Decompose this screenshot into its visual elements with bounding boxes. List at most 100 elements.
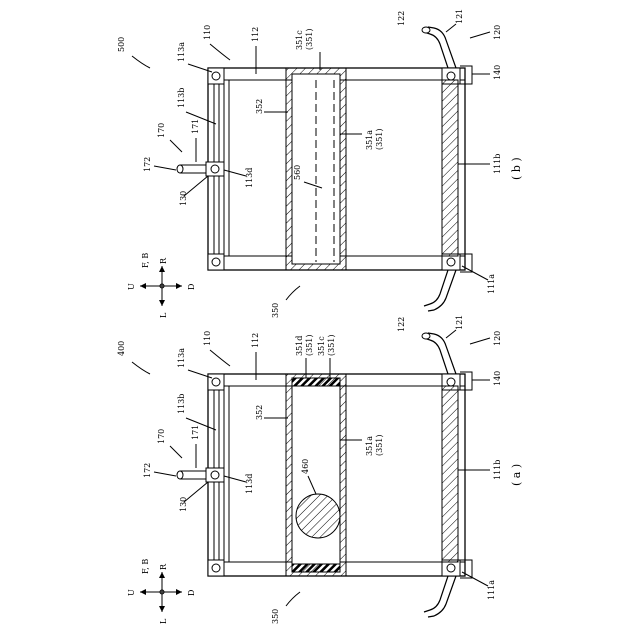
- handle-top-cap: [422, 27, 430, 33]
- arrow-l: [159, 300, 165, 306]
- handle-top-cap: [422, 333, 430, 339]
- axis-r-label: R: [159, 563, 168, 570]
- leader-pivot: [184, 482, 208, 502]
- label-lever-num: 170: [157, 123, 166, 138]
- leader-unit: [286, 286, 300, 300]
- axis-u-label: U: [127, 589, 136, 596]
- label-rail: 113b: [177, 394, 186, 414]
- label-handle-b: 121: [455, 315, 464, 330]
- leader-foot: [462, 266, 488, 280]
- label-side: 111b: [493, 460, 502, 480]
- label-lever-arm: 171: [191, 119, 200, 134]
- corner-block-tl: [208, 68, 224, 84]
- label-side: 111b: [493, 154, 502, 174]
- circle-460: [296, 494, 340, 538]
- label-handle-b: 121: [455, 9, 464, 24]
- handle-top: [424, 27, 456, 68]
- label-mount: 113d: [245, 474, 254, 494]
- label-l1a: 351d: [295, 336, 304, 356]
- corner-block-tl: [208, 374, 224, 390]
- label-inner: 352: [255, 405, 264, 420]
- label-l1b: (351): [305, 334, 314, 356]
- axis-indicator-a: U D R L F, B: [127, 559, 196, 624]
- axis-l-label: L: [159, 618, 168, 624]
- label-handle-a: 122: [397, 11, 406, 26]
- lever-knob: [177, 165, 183, 173]
- leader-unit: [286, 592, 300, 606]
- label-handle-num: 120: [493, 331, 502, 346]
- arrow-u: [140, 589, 146, 595]
- leader-lever-end: [154, 166, 176, 170]
- leader-foot: [462, 572, 488, 586]
- label-handle-a: 122: [397, 317, 406, 332]
- pivot-block: [206, 468, 224, 482]
- label-frame-top: 110: [203, 331, 212, 346]
- leader-lever-end: [154, 472, 176, 476]
- axis-r-label: R: [159, 257, 168, 264]
- label-dash: 560: [293, 165, 302, 180]
- label-lever-end: 172: [143, 463, 152, 478]
- axis-indicator-b: U D R L F, B: [127, 253, 196, 318]
- leader-device: [132, 56, 150, 68]
- joint-bottom: [460, 254, 472, 272]
- label-pivot: 130: [179, 191, 188, 206]
- label-pivot: 130: [179, 497, 188, 512]
- label-device: 500: [117, 37, 126, 52]
- label-bar: 112: [251, 27, 260, 42]
- thick-band-top: [292, 378, 340, 386]
- corner-block-bl: [208, 254, 224, 270]
- joint-140: [460, 66, 472, 84]
- label-l2a: 351c: [317, 336, 326, 356]
- lever-arm: [180, 165, 206, 173]
- joint-140: [460, 372, 472, 390]
- label-bar: 112: [251, 333, 260, 348]
- arrow-l: [159, 606, 165, 612]
- corner-block-bl: [208, 560, 224, 576]
- leader-handle-num: [470, 32, 490, 38]
- arrow-r: [159, 572, 165, 578]
- axis-d-label: D: [187, 284, 196, 290]
- lever-arm: [180, 471, 206, 479]
- leader-handle-b: [446, 24, 456, 32]
- leader-pivot: [184, 176, 208, 196]
- label-l2a: 351a: [365, 130, 374, 150]
- side-member: [442, 386, 458, 562]
- label-corner: 113a: [177, 348, 186, 368]
- axis-u-label: U: [127, 283, 136, 290]
- label-l3a: 351a: [365, 436, 374, 456]
- leader-handle-b: [446, 330, 456, 338]
- label-frame-top: 110: [203, 25, 212, 40]
- leader-frame-top: [210, 350, 230, 366]
- handle-bottom: [424, 270, 456, 311]
- label-l3b: (351): [375, 434, 384, 456]
- label-joint: 140: [493, 65, 502, 80]
- label-circle: 460: [301, 459, 310, 474]
- label-handle-num: 120: [493, 25, 502, 40]
- label-mount: 113d: [245, 168, 254, 188]
- thick-band-bottom: [292, 564, 340, 572]
- label-foot: 111a: [487, 580, 496, 600]
- leader-lever-num: [170, 140, 182, 152]
- label-corner: 113a: [177, 42, 186, 62]
- arrow-d: [176, 283, 182, 289]
- label-lever-num: 170: [157, 429, 166, 444]
- arrow-u: [140, 283, 146, 289]
- leader-lever-num: [170, 446, 182, 458]
- handle-top: [424, 333, 456, 374]
- leader-frame-top: [210, 44, 230, 60]
- axis-fb-label: F, B: [141, 253, 150, 268]
- figure-a: 400 110 113a 112 113b 170 171 172 130 11…: [117, 315, 523, 624]
- caption-b: ( b ): [510, 157, 523, 180]
- label-l2b: (351): [375, 128, 384, 150]
- label-inner: 352: [255, 99, 264, 114]
- label-rail: 113b: [177, 88, 186, 108]
- label-device: 400: [117, 341, 126, 356]
- figure-b: 500 110 113a 112 113b 170 171 172 130 11…: [117, 9, 523, 318]
- label-foot: 111a: [487, 274, 496, 294]
- label-joint: 140: [493, 371, 502, 386]
- arrow-d: [176, 589, 182, 595]
- pivot-block: [206, 162, 224, 176]
- label-l1a: 351c: [295, 30, 304, 50]
- label-lever-end: 172: [143, 157, 152, 172]
